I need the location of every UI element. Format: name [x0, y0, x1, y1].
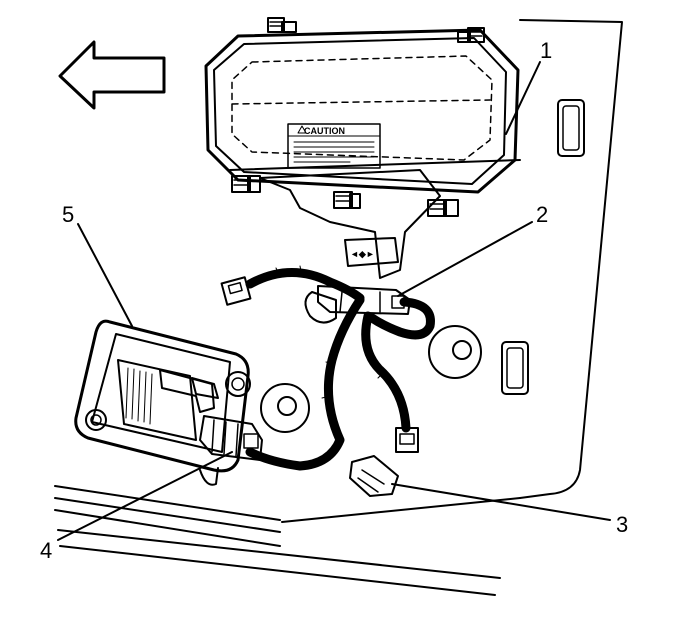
panel-slot-upper: [557, 99, 585, 157]
mounting-stud-bottom-center: [333, 191, 361, 209]
harness-clip: [349, 455, 399, 497]
sdm-connector: [199, 415, 263, 461]
panel-hole-right: [428, 325, 482, 379]
svg-text:◄◆►: ◄◆►: [350, 249, 375, 259]
mounting-stud-bottom-right: [427, 199, 459, 217]
harness-connector-lower: [395, 427, 419, 453]
callout-3: 3: [616, 512, 628, 537]
panel-slot-lower: [501, 341, 529, 395]
instrument-panel: [229, 19, 623, 499]
floor-lines: [54, 485, 521, 596]
callout-2: 2: [536, 202, 548, 227]
callout-leaders: [57, 61, 611, 541]
wiring-harness: [245, 265, 435, 471]
passenger-airbag-module: ◄◆► CAUTION: [204, 28, 520, 279]
callout-4: 4: [40, 538, 52, 563]
caution-label: CAUTION: [304, 126, 345, 136]
mounting-stud-top-left: [267, 17, 297, 33]
callout-1: 1: [540, 38, 552, 63]
harness-connector-left: [220, 276, 252, 306]
panel-hole-left: [260, 383, 310, 433]
callout-5: 5: [62, 202, 74, 227]
mounting-stud-top-right: [457, 27, 485, 43]
sensing-diagnostic-module: [74, 319, 251, 486]
mounting-stud-bottom-left: [231, 175, 261, 193]
forward-direction-arrow: [58, 40, 166, 110]
